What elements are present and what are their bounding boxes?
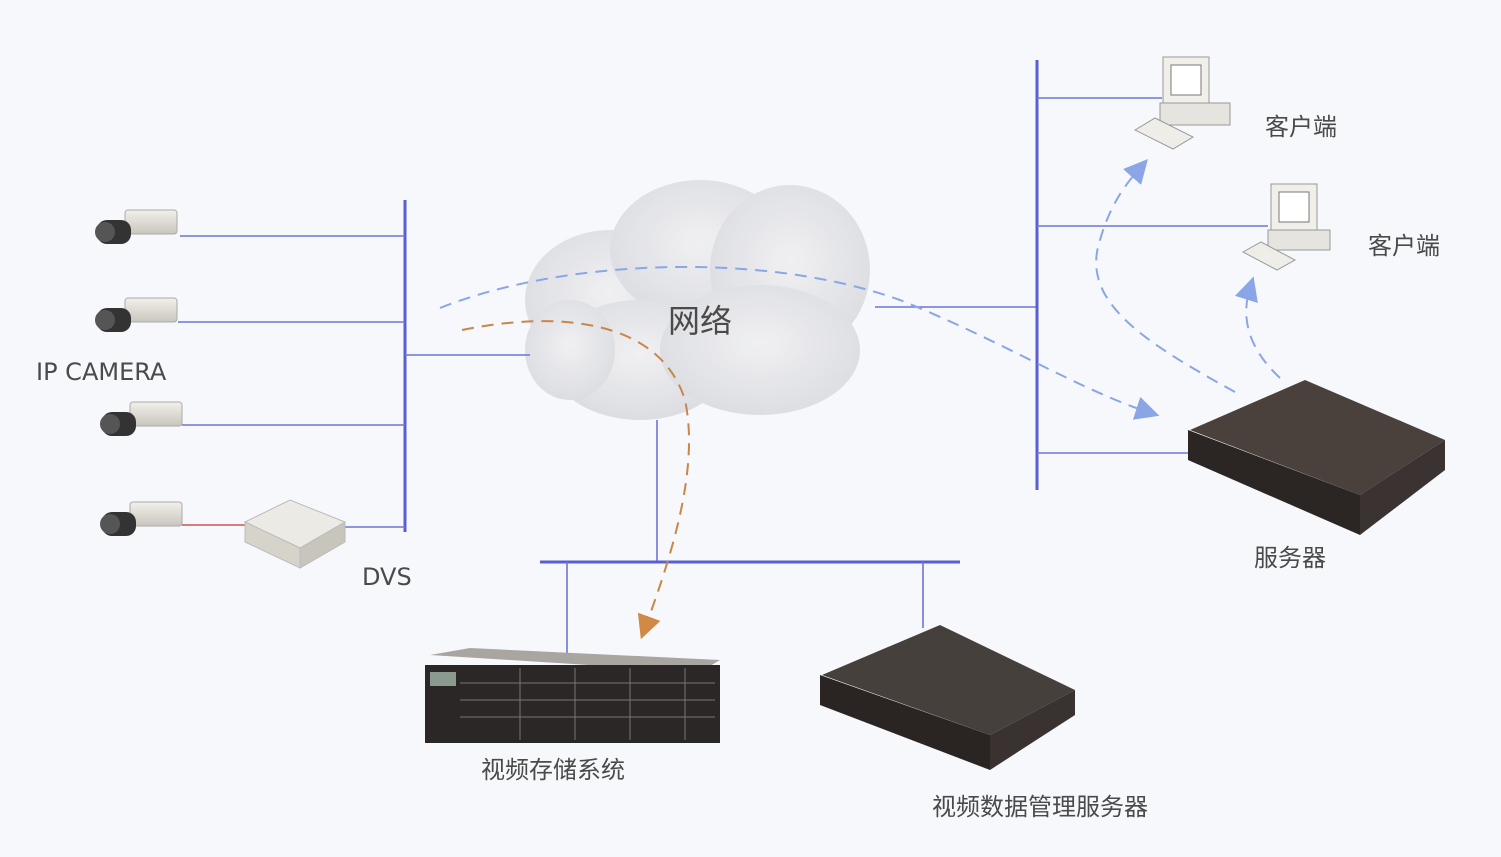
computer-icon — [1241, 183, 1331, 271]
video-data-management-server: 视频数据管理服务器 — [820, 625, 1148, 821]
computer-icon — [1133, 56, 1231, 150]
management-server-label: 视频数据管理服务器 — [932, 793, 1148, 821]
ip-cameras: IP CAMERA — [36, 209, 183, 536]
client-label: 客户端 — [1368, 232, 1440, 260]
server-label: 服务器 — [1254, 544, 1326, 572]
flow-camera-to-storage — [461, 320, 691, 640]
client-computer-2: 客户端 — [1241, 183, 1440, 271]
client-label: 客户端 — [1265, 113, 1337, 141]
flow-server-to-client-2 — [1234, 276, 1281, 379]
ip-camera-label: IP CAMERA — [36, 358, 167, 386]
flow-camera-to-server — [439, 265, 1160, 420]
storage-network — [540, 420, 960, 655]
camera-icon — [100, 401, 183, 436]
storage-label: 视频存储系统 — [481, 756, 625, 784]
data-flows — [439, 159, 1281, 640]
network-label: 网络 — [668, 302, 732, 340]
server: 服务器 — [1188, 380, 1445, 572]
network-cloud: 网络 — [525, 180, 870, 420]
camera-icon — [100, 501, 183, 536]
client-network — [875, 60, 1268, 490]
video-storage-system: 视频存储系统 — [425, 648, 720, 784]
camera-network — [178, 200, 530, 532]
camera-icon — [95, 209, 178, 244]
flow-server-to-client-1 — [1095, 159, 1236, 393]
dvs-device: DVS — [243, 499, 412, 591]
client-computer-1: 客户端 — [1133, 56, 1337, 150]
dvs-label: DVS — [362, 563, 412, 591]
camera-icon — [95, 297, 178, 332]
